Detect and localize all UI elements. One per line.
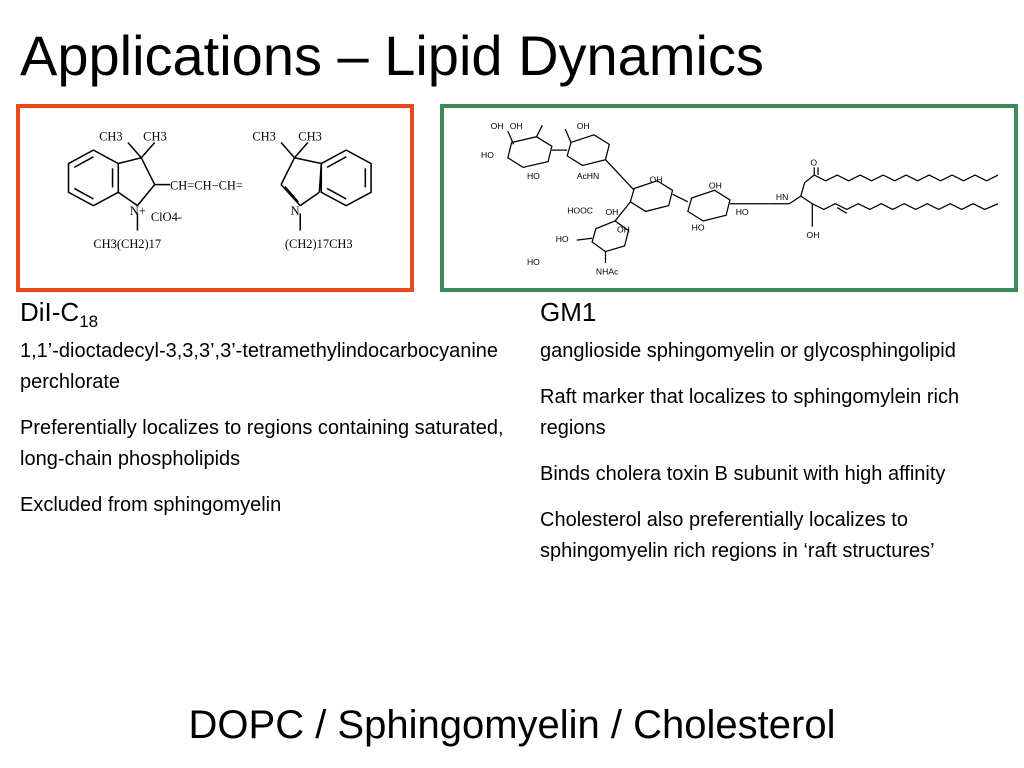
dil-n-label: N [291, 204, 300, 218]
gm1-label-12: HO [736, 207, 749, 217]
dil-paragraph-chemical-name: 1,1’-dioctadecyl-3,3,3’,3’-tetramethylin… [20, 340, 499, 393]
gm1-label-6: AcHN [577, 171, 599, 181]
gm1-label-15: OH [617, 224, 630, 234]
dil-n-plus-label: N+ [130, 204, 146, 218]
dil-ch3-label-c: CH3 [252, 130, 275, 144]
dil-description: DiI-C18 1,1’-dioctadecyl-3,3,3’,3’-tetra… [20, 296, 525, 536]
gm1-label-4: HO [527, 171, 540, 181]
gm1-paragraph-raft-marker: Raft marker that localizes to sphingomyl… [540, 386, 960, 439]
gm1-description: GM1 ganglioside sphingomyelin or glycosp… [540, 296, 1020, 582]
dil-paragraph-localization: Preferentially localizes to regions cont… [20, 417, 504, 470]
gm1-label-8: HOOC [567, 205, 593, 215]
gm1-label-13: HO [556, 234, 569, 244]
dil-counterion-label: ClO4- [151, 210, 182, 224]
gm1-label-7: OH [650, 175, 663, 185]
dil-name: DiI-C [20, 297, 80, 327]
gm1-structure-diagram: OH OH HO HO OH AcHN OH HOOC OH OH HO HO … [481, 121, 999, 277]
dil-chain-right-label: (CH2)17CH3 [285, 237, 353, 251]
dil-paragraph-exclusion: Excluded from sphingomyelin [20, 494, 282, 516]
gm1-label-10: OH [709, 180, 722, 190]
gm1-label-5: OH [577, 121, 590, 131]
gm1-label-19: OH [807, 230, 820, 240]
gm1-label-16: NHAc [596, 267, 619, 277]
dil-heading: DiI-C18 [20, 296, 525, 331]
gm1-label-18: O [810, 157, 817, 167]
gm1-label-17: HN [776, 192, 788, 202]
gm1-label-2: OH [510, 121, 523, 131]
dil-structure-diagram: CH3 CH3 CH3 CH3 CH=CH−CH= N+ N ClO4- CH3… [67, 130, 372, 251]
dil-structure-box: CH3 CH3 CH3 CH3 CH=CH−CH= N+ N ClO4- CH3… [16, 104, 414, 292]
gm1-paragraph-cholesterol: Cholesterol also preferentially localize… [540, 509, 935, 562]
dil-bridge-label: CH=CH−CH= [170, 178, 243, 192]
gm1-paragraph-cholera-toxin: Binds cholera toxin B subunit with high … [540, 463, 946, 485]
gm1-heading: GM1 [540, 297, 597, 327]
slide-footer: DOPC / Sphingomyelin / Cholesterol [188, 703, 836, 747]
dil-chain-left-label: CH3(CH2)17 [93, 237, 161, 251]
gm1-label-3: HO [481, 150, 494, 160]
gm1-label-11: HO [692, 223, 705, 233]
gm1-paragraph-class: ganglioside sphingomyelin or glycosphing… [540, 340, 956, 362]
dil-ch3-label-d: CH3 [298, 130, 321, 144]
slide-title: Applications – Lipid Dynamics [20, 24, 764, 87]
dil-ch3-label-b: CH3 [143, 130, 167, 144]
gm1-label-14: HO [527, 257, 540, 267]
gm1-label-9: OH [605, 207, 618, 217]
gm1-label-1: OH [491, 121, 504, 131]
dil-ch3-label-a: CH3 [99, 130, 123, 144]
dil-name-subscript: 18 [79, 312, 99, 331]
gm1-structure-box: OH OH HO HO OH AcHN OH HOOC OH OH HO HO … [440, 104, 1018, 292]
